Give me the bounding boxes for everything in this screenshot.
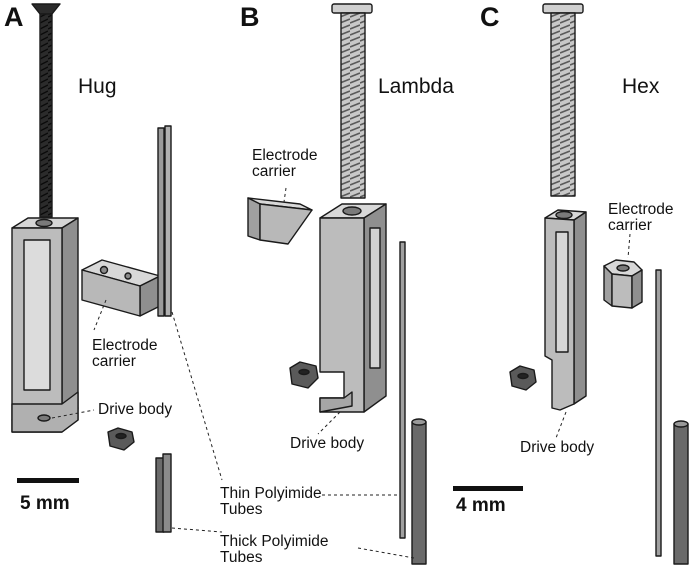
label-a-electrode-carrier: Electrode carrier bbox=[92, 337, 158, 370]
panel-b-thin-tube bbox=[399, 241, 406, 539]
panel-a-drive-body bbox=[11, 217, 79, 433]
label-b-electrode-carrier: Electrode carrier bbox=[252, 147, 318, 180]
scale-bar-a bbox=[17, 478, 79, 483]
scale-bar-c-label: 4 mm bbox=[456, 495, 506, 516]
panel-c-thick-tube bbox=[673, 420, 689, 565]
leader-b-drive-body bbox=[317, 411, 341, 435]
leader-a-thick-tubes bbox=[171, 527, 223, 533]
leader-a-carrier bbox=[93, 299, 107, 331]
scale-bar-a-label: 5 mm bbox=[20, 493, 70, 514]
label-thick-polyimide-tubes: Thick Polyimide Tubes bbox=[220, 533, 329, 566]
panel-a-nut bbox=[107, 427, 135, 451]
panel-b-nut bbox=[289, 361, 319, 389]
leader-b-carrier bbox=[283, 187, 287, 203]
leader-a-thin-tubes bbox=[171, 311, 223, 481]
panel-a-screw bbox=[31, 3, 61, 218]
panel-title-lambda: Lambda bbox=[378, 75, 454, 98]
scale-bar-c bbox=[453, 486, 523, 491]
panel-b-drive-body bbox=[319, 203, 387, 413]
leader-a-drive-body bbox=[51, 409, 95, 419]
label-c-electrode-carrier: Electrode carrier bbox=[608, 201, 674, 234]
panel-c-thin-tube bbox=[655, 269, 662, 557]
panel-c-drive-body bbox=[544, 209, 587, 411]
panel-letter-c: C bbox=[480, 2, 500, 32]
label-a-drive-body: Drive body bbox=[98, 401, 173, 418]
panel-a-electrode-carrier bbox=[81, 259, 161, 317]
panel-b-thick-tube bbox=[411, 418, 427, 565]
label-c-drive-body: Drive body bbox=[520, 439, 595, 456]
leader-c-drive-body bbox=[555, 411, 567, 439]
panel-c-electrode-carrier bbox=[603, 259, 643, 309]
panel-b-electrode-carrier bbox=[247, 197, 313, 245]
panel-c-nut bbox=[509, 365, 537, 391]
panel-a-thick-tubes bbox=[155, 453, 172, 533]
panel-letter-a: A bbox=[4, 2, 24, 32]
panel-letter-b: B bbox=[240, 2, 260, 32]
panel-title-hex: Hex bbox=[622, 75, 660, 98]
leader-thick-tubes bbox=[357, 547, 415, 559]
panel-a-thin-tubes bbox=[157, 125, 172, 317]
panel-title-hug: Hug bbox=[78, 75, 117, 98]
label-b-drive-body: Drive body bbox=[290, 435, 365, 452]
leader-c-carrier bbox=[627, 233, 631, 259]
label-thin-polyimide-tubes: Thin Polyimide Tubes bbox=[220, 485, 322, 518]
panel-c-screw bbox=[542, 3, 584, 197]
panel-b-screw bbox=[331, 3, 373, 199]
